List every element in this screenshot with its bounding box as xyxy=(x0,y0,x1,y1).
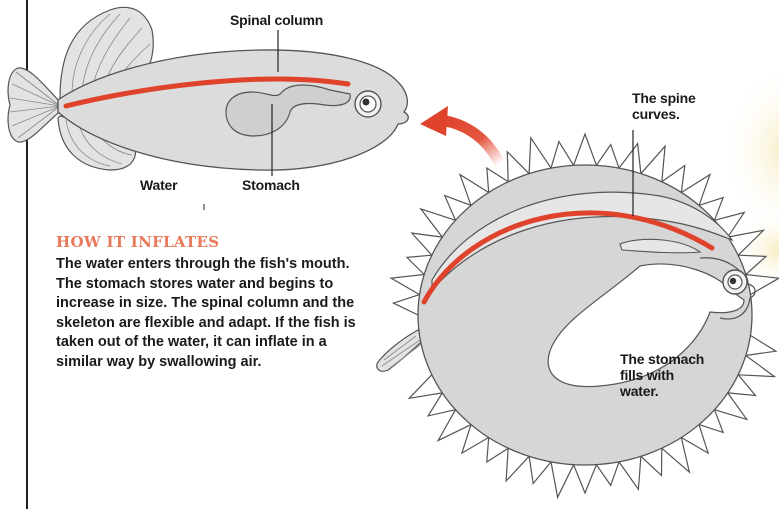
section-heading: HOW IT INFLATES xyxy=(56,233,219,251)
deflated-fish xyxy=(8,7,408,210)
transition-arrow-icon xyxy=(420,106,500,164)
label-spinal-column: Spinal column xyxy=(230,12,323,28)
tail-fin xyxy=(377,330,426,371)
inflated-fish xyxy=(377,130,779,497)
section-body: The water enters through the fish's mout… xyxy=(56,255,376,372)
label-stomach: Stomach xyxy=(242,177,300,193)
label-stomach-fills: The stomach fills with water. xyxy=(620,351,704,399)
label-water: Water xyxy=(140,177,177,193)
label-spine-curves: The spine curves. xyxy=(632,90,696,122)
